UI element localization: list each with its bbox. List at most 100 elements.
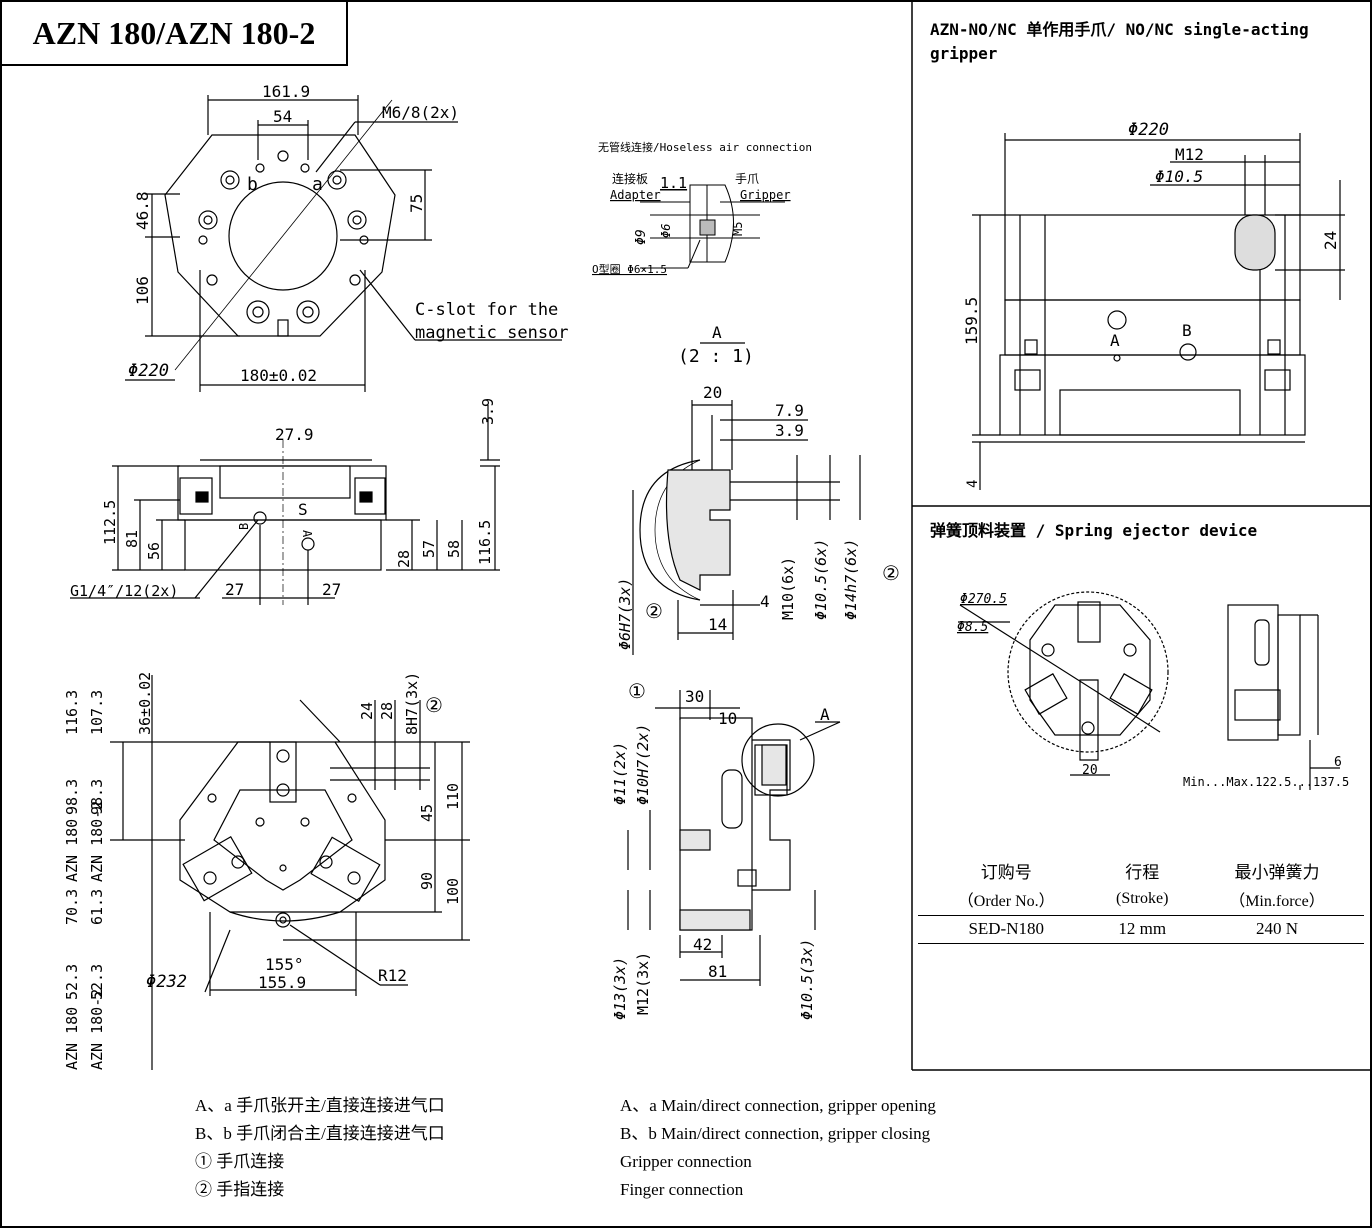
gripper-en: Gripper bbox=[740, 188, 791, 202]
detail-a-scale: (2 : 1) bbox=[678, 346, 754, 367]
label-a-side: A bbox=[300, 530, 314, 538]
dim-42: 42 bbox=[693, 935, 712, 954]
dim-30: 30 bbox=[685, 687, 704, 706]
detail-a-labels: A (2 : 1) 20 7.9 3.9 M10(6x) Φ10.5(6x) Φ… bbox=[616, 323, 900, 650]
dim-3-9: 3.9 bbox=[775, 421, 804, 440]
dim-52-3-b: 52.3 bbox=[88, 964, 106, 1000]
legend-en-item: A、a Main/direct connection, gripper open… bbox=[620, 1096, 936, 1115]
dim-phi220: Φ220 bbox=[128, 361, 169, 381]
dim-75: 75 bbox=[407, 194, 426, 213]
dim-m6: M6/8(2x) bbox=[382, 103, 459, 122]
circle-1: ① bbox=[628, 679, 646, 703]
label-azn1802-b: AZN 180-2 bbox=[88, 989, 106, 1070]
dim-8h7: 8H7(3x) bbox=[403, 672, 421, 735]
dim-180: 180±0.02 bbox=[240, 366, 317, 385]
dim-10: 10 bbox=[718, 709, 737, 728]
dim-28: 28 bbox=[395, 550, 413, 568]
dim-phi6h7: Φ6H7(3x) bbox=[616, 578, 634, 650]
circle-2-c: ② bbox=[425, 693, 443, 717]
order-header-stroke-en: (Stroke) bbox=[1094, 885, 1190, 916]
dim-m10: M10(6x) bbox=[779, 557, 797, 620]
order-header-stroke: 行程 bbox=[1125, 863, 1160, 882]
dim-45: 45 bbox=[418, 804, 436, 822]
dim-1-1: 1.1 bbox=[660, 174, 687, 192]
dim-24-b: 24 bbox=[358, 702, 376, 720]
dim-61-3: 61.3 bbox=[88, 889, 106, 925]
dim-4: 4 bbox=[760, 592, 770, 611]
label-b-sa: B bbox=[1182, 321, 1192, 340]
order-no: SED-N180 bbox=[918, 915, 1095, 944]
dim-phi11: Φ11(2x) bbox=[611, 742, 629, 805]
dim-58: 58 bbox=[445, 540, 463, 558]
gripper-cn: 手爪 bbox=[735, 172, 759, 186]
dim-106: 106 bbox=[133, 276, 152, 305]
dim-m12: M12(3x) bbox=[634, 952, 652, 1015]
label-azn1802: AZN 180-2 bbox=[88, 801, 106, 882]
side-view bbox=[70, 405, 500, 605]
spring-ejector-title: 弹簧顶料装置 / Spring ejector device bbox=[930, 521, 1258, 540]
dim-7-9: 7.9 bbox=[775, 401, 804, 420]
dim-70-3: 70.3 bbox=[63, 889, 81, 925]
dim-52-3-a: 52.3 bbox=[63, 964, 81, 1000]
dim-110: 110 bbox=[444, 783, 462, 810]
order-header-no-en: （Order No.） bbox=[918, 885, 1095, 916]
dim-phi14: Φ14h7(6x) bbox=[842, 539, 860, 620]
air-connection-view bbox=[640, 184, 785, 269]
dim-phi6: Φ6 bbox=[659, 224, 673, 238]
dim-6-spring: 6 bbox=[1334, 755, 1342, 770]
top-view bbox=[125, 95, 562, 392]
dim-phi232: Φ232 bbox=[146, 972, 187, 992]
dim-155-9: 155.9 bbox=[258, 973, 306, 992]
legend-cn-item: A、a 手爪张开主/直接连接进气口 bbox=[195, 1096, 445, 1115]
legend-en-item: B、b Main/direct connection, gripper clos… bbox=[620, 1124, 931, 1143]
dim-112-5: 112.5 bbox=[101, 500, 119, 545]
dim-3-9-side: 3.9 bbox=[479, 398, 497, 425]
single-acting-title: AZN-NO/NC 单作用手爪/ NO/NC single-acting gri… bbox=[930, 20, 1309, 63]
dim-56: 56 bbox=[145, 542, 163, 560]
legend-en-item: Finger connection bbox=[620, 1180, 744, 1199]
dim-54: 54 bbox=[273, 107, 292, 126]
label-s: S bbox=[298, 500, 308, 519]
order-force: 240 N bbox=[1189, 915, 1364, 944]
dim-phi13: Φ13(3x) bbox=[611, 957, 629, 1020]
legend-cn-item: ① 手爪连接 bbox=[195, 1152, 285, 1171]
dim-14: 14 bbox=[708, 615, 727, 634]
label-azn180-b: AZN 180 bbox=[63, 1007, 81, 1070]
dim-phi10h7: Φ10H7(2x) bbox=[634, 724, 652, 805]
dim-phi10-5-sa: Φ10.5 bbox=[1155, 167, 1203, 186]
dim-phi220-sa: Φ220 bbox=[1128, 120, 1169, 140]
order-stroke: 12 mm bbox=[1094, 915, 1190, 944]
front-view bbox=[627, 690, 841, 986]
dim-r12: R12 bbox=[378, 966, 407, 985]
adapter-cn: 连接板 bbox=[612, 171, 648, 186]
dim-159-5: 159.5 bbox=[962, 297, 981, 345]
dim-116-3: 116.3 bbox=[63, 690, 81, 735]
air-connection-labels: 无管线连接/Hoseless air connection 连接板 Adapte… bbox=[592, 140, 812, 276]
dim-24-sa: 24 bbox=[1321, 231, 1340, 250]
dim-155-deg: 155° bbox=[265, 955, 304, 974]
dim-81-front: 81 bbox=[708, 962, 727, 981]
dim-g14: G1/4″/12(2x) bbox=[70, 582, 178, 600]
single-acting-labels: Φ220 M12 Φ10.5 24 159.5 A B 4 bbox=[962, 120, 1340, 488]
legend-cn: A、a 手爪张开主/直接连接进气口 B、b 手爪闭合主/直接连接进气口 ① 手爪… bbox=[195, 1092, 445, 1204]
dim-phi10-5: Φ10.5(6x) bbox=[812, 539, 830, 620]
dim-phi9: Φ9 bbox=[634, 229, 649, 245]
oring-label: O型圈 Φ6×1.5 bbox=[592, 262, 667, 276]
dim-98-3-b: 98.3 bbox=[88, 779, 106, 815]
spring-ejector-labels: Φ270.5 Φ8.5 20 6 Min...Max.122.5...137.5 bbox=[957, 592, 1349, 789]
air-title: 无管线连接/Hoseless air connection bbox=[598, 140, 812, 154]
label-cslot-1: C-slot for the bbox=[415, 300, 558, 320]
dim-min-max: Min...Max.122.5...137.5 bbox=[1183, 775, 1349, 789]
legend-en: A、a Main/direct connection, gripper open… bbox=[620, 1092, 936, 1204]
bottom-view-labels: 116.3 107.3 36±0.02 24 28 8H7(3x) ② 98.3… bbox=[63, 672, 462, 1070]
label-a: a bbox=[312, 174, 323, 195]
circle-2-b: ② bbox=[645, 599, 663, 623]
dim-phi10-5-front: Φ10.5(3x) bbox=[798, 939, 816, 1020]
dim-20: 20 bbox=[703, 383, 722, 402]
dim-81: 81 bbox=[123, 530, 141, 548]
label-b-side: B bbox=[237, 523, 251, 530]
dim-20-spring: 20 bbox=[1082, 763, 1098, 778]
dim-27-a: 27 bbox=[225, 580, 244, 599]
dim-100: 100 bbox=[444, 878, 462, 905]
table-row: SED-N180 12 mm 240 N bbox=[918, 915, 1364, 944]
